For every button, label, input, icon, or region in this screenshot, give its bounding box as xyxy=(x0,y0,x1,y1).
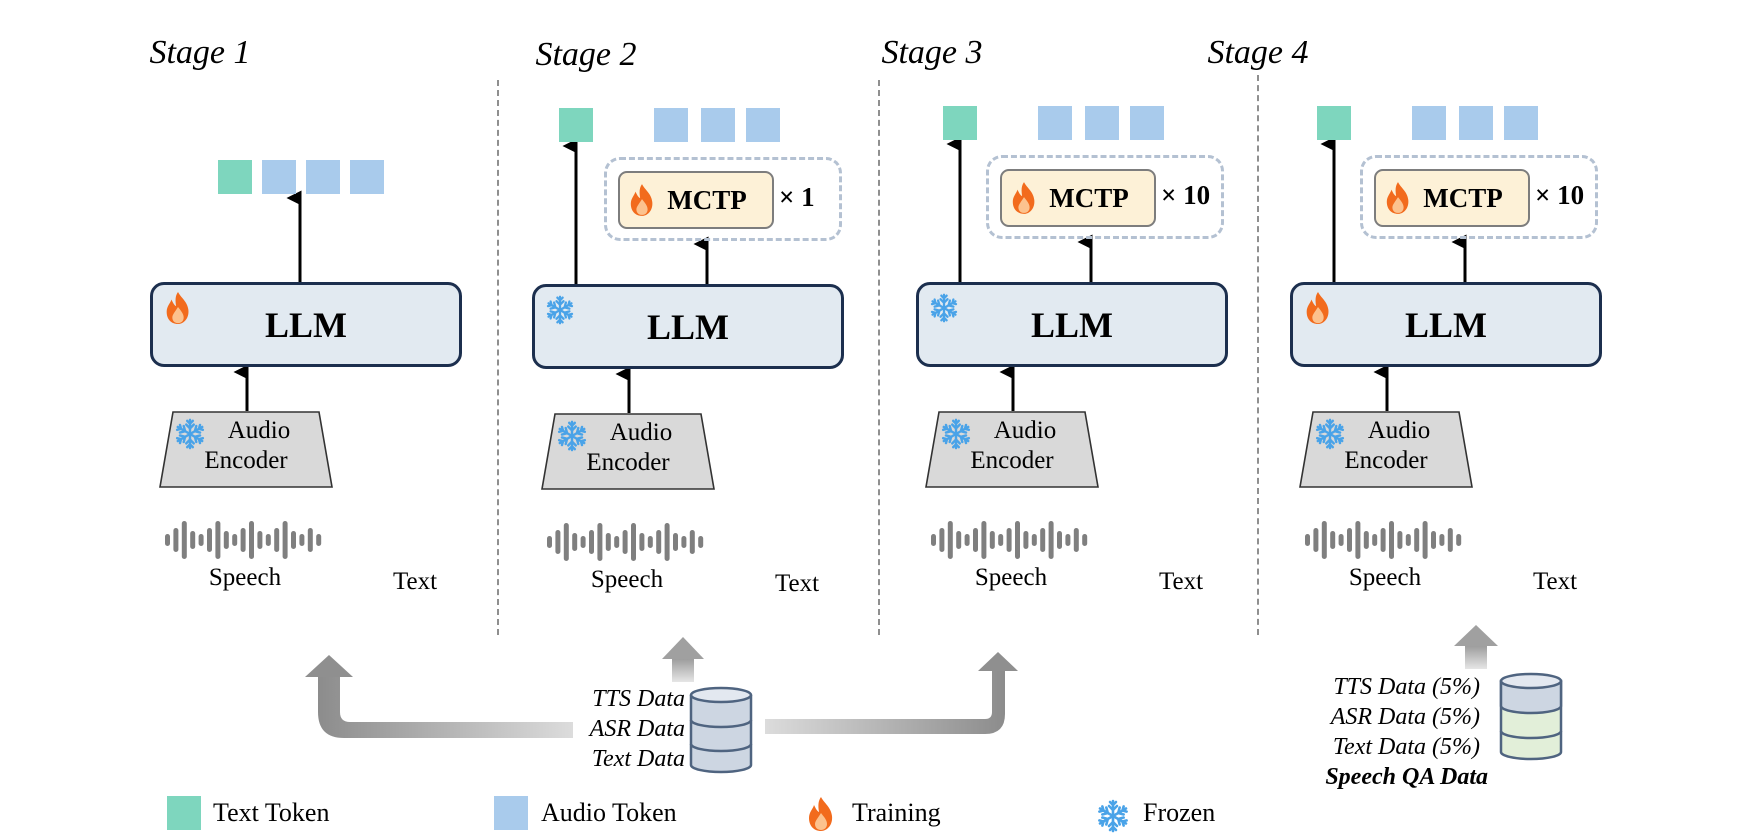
legend-audio-token-label: Audio Token xyxy=(541,798,677,827)
legend-fire-icon xyxy=(809,797,833,831)
audio-token xyxy=(746,108,780,142)
mctp-label: MCTP xyxy=(667,184,747,215)
mctp-group: MCTP × 10 xyxy=(1360,155,1598,239)
llm-label: LLM xyxy=(1030,304,1113,345)
shared-database-icon xyxy=(689,686,753,774)
legend-frozen-label: Frozen xyxy=(1143,798,1216,827)
text-label: Text xyxy=(392,568,438,595)
llm-label: LLM xyxy=(264,304,347,345)
text-label: Text xyxy=(1532,568,1578,595)
audio-token xyxy=(701,108,735,142)
data-to-stage3-arrow xyxy=(765,652,1018,734)
stage4-data-label-asr: ASR Data (5%) xyxy=(1330,704,1480,730)
llm-block: LLM xyxy=(916,282,1228,367)
text-token xyxy=(1317,106,1351,140)
mctp-multiplier: × 1 xyxy=(779,182,815,212)
mctp-group: MCTP × 10 xyxy=(986,155,1224,239)
audio-token xyxy=(1130,106,1164,140)
stage4-data-label-text: Text Data (5%) xyxy=(1332,734,1480,760)
stage4-data-label-tts: TTS Data (5%) xyxy=(1333,674,1480,700)
text-token xyxy=(218,160,252,194)
llm-label: LLM xyxy=(1404,304,1487,345)
audio-token xyxy=(306,160,340,194)
llm-label: LLM xyxy=(646,306,729,347)
llm-block: LLM xyxy=(150,282,462,367)
audio-token xyxy=(654,108,688,142)
stage4-data-label-speech-qa: Speech QA Data xyxy=(1325,764,1488,790)
stage-title: Stage 1 xyxy=(149,34,251,71)
mctp-block: MCTP xyxy=(1374,169,1530,227)
mctp-block: MCTP xyxy=(1000,169,1156,227)
audio-token xyxy=(1412,106,1446,140)
shared-data-label-tts: TTS Data xyxy=(592,686,685,712)
speech-label: Speech xyxy=(590,566,664,593)
legend-text-token-swatch xyxy=(167,796,201,830)
text-label: Text xyxy=(1158,568,1204,595)
audio-token xyxy=(262,160,296,194)
legend-snowflake-icon xyxy=(1096,798,1130,834)
speech-label: Speech xyxy=(208,564,282,591)
mctp-block: MCTP xyxy=(618,171,774,229)
mctp-multiplier: × 10 xyxy=(1161,180,1211,210)
data-to-stage2-arrow xyxy=(662,637,704,682)
audio-token xyxy=(1038,106,1072,140)
stage-title: Stage 4 xyxy=(1207,34,1309,71)
stage4-database-icon xyxy=(1499,672,1563,761)
text-token xyxy=(559,108,593,142)
text-label: Text xyxy=(774,570,820,597)
legend-audio-token-swatch xyxy=(494,796,528,830)
audio-token xyxy=(1504,106,1538,140)
audio-encoder-label: Audio Encoder xyxy=(586,419,673,476)
speech-label: Speech xyxy=(1348,564,1422,591)
audio-token xyxy=(1085,106,1119,140)
audio-encoder-label: Audio Encoder xyxy=(970,417,1057,474)
stage-title: Stage 2 xyxy=(535,36,637,73)
audio-encoder-label: Audio Encoder xyxy=(1344,417,1431,474)
shared-data-label-text: Text Data xyxy=(591,746,685,772)
audio-token xyxy=(350,160,384,194)
llm-block: LLM xyxy=(532,284,844,369)
data-to-stage4-arrow xyxy=(1454,625,1498,669)
stage-divider-2 xyxy=(878,80,880,635)
audio-encoder-label: Audio Encoder xyxy=(204,417,291,474)
audio-token xyxy=(1459,106,1493,140)
speech-label: Speech xyxy=(974,564,1048,591)
llm-block: LLM xyxy=(1290,282,1602,367)
text-token xyxy=(943,106,977,140)
stage-divider-1 xyxy=(497,80,499,635)
mctp-multiplier: × 10 xyxy=(1535,180,1585,210)
legend-text-token-label: Text Token xyxy=(213,798,330,827)
legend-training-label: Training xyxy=(852,798,941,827)
stage-title: Stage 3 xyxy=(881,34,983,71)
mctp-label: MCTP xyxy=(1423,182,1503,213)
data-to-stage1-arrow xyxy=(305,655,573,738)
mctp-group: MCTP × 1 xyxy=(604,157,842,241)
stage-divider-3 xyxy=(1257,75,1259,635)
shared-data-label-asr: ASR Data xyxy=(589,716,685,742)
mctp-label: MCTP xyxy=(1049,182,1129,213)
